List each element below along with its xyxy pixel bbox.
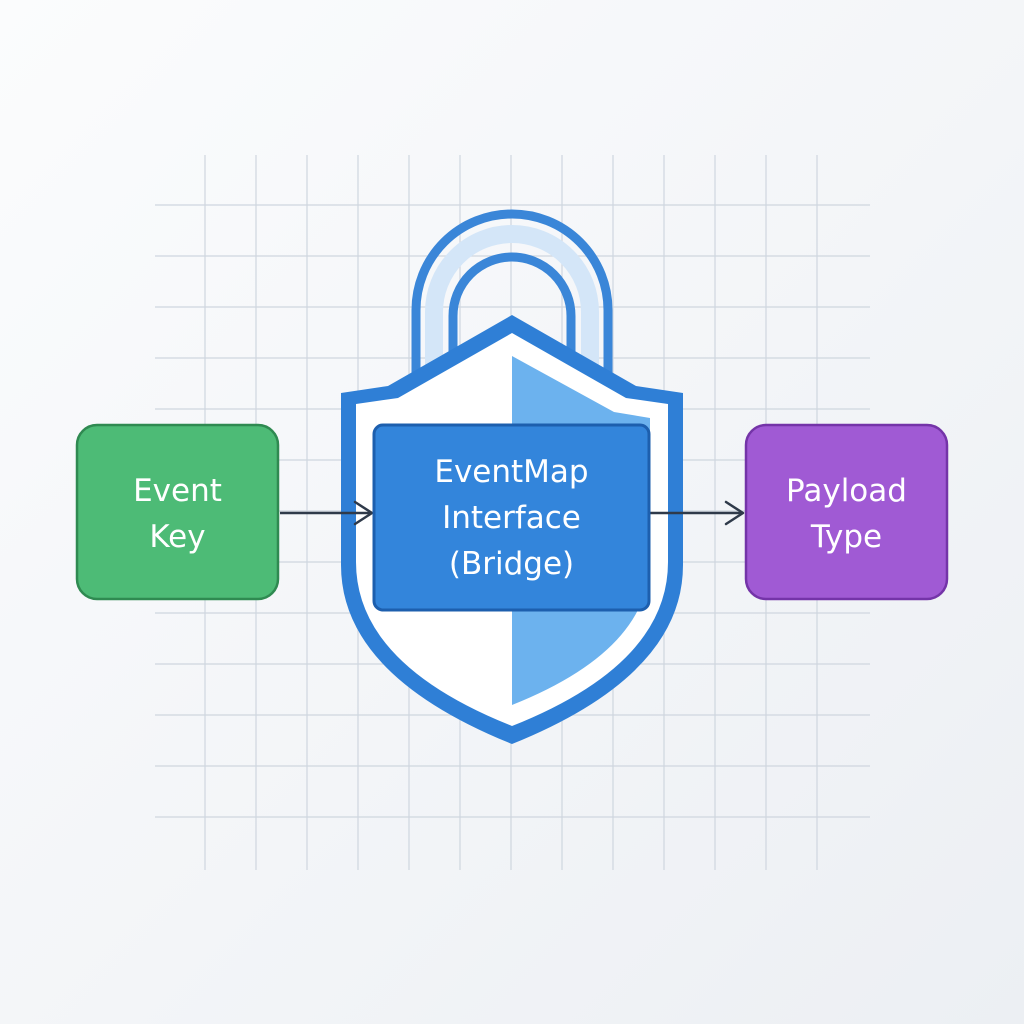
node-event-key-line-2: Key bbox=[149, 519, 205, 555]
node-bridge-line-3: (Bridge) bbox=[449, 546, 574, 582]
edge-bridge-to-target bbox=[650, 500, 745, 526]
node-bridge-line-2: Interface bbox=[442, 500, 581, 536]
node-event-key: Event Key bbox=[75, 423, 280, 601]
node-eventmap-interface: EventMap Interface (Bridge) bbox=[372, 423, 651, 612]
edge-source-to-bridge bbox=[280, 500, 374, 526]
node-bridge-line-1: EventMap bbox=[434, 454, 588, 490]
node-event-key-line-1: Event bbox=[133, 473, 222, 509]
padlock-shackle-icon bbox=[411, 209, 613, 405]
node-payload-type: Payload Type bbox=[744, 423, 949, 601]
node-payload-type-line-2: Type bbox=[810, 519, 882, 555]
node-payload-type-line-1: Payload bbox=[786, 473, 907, 509]
